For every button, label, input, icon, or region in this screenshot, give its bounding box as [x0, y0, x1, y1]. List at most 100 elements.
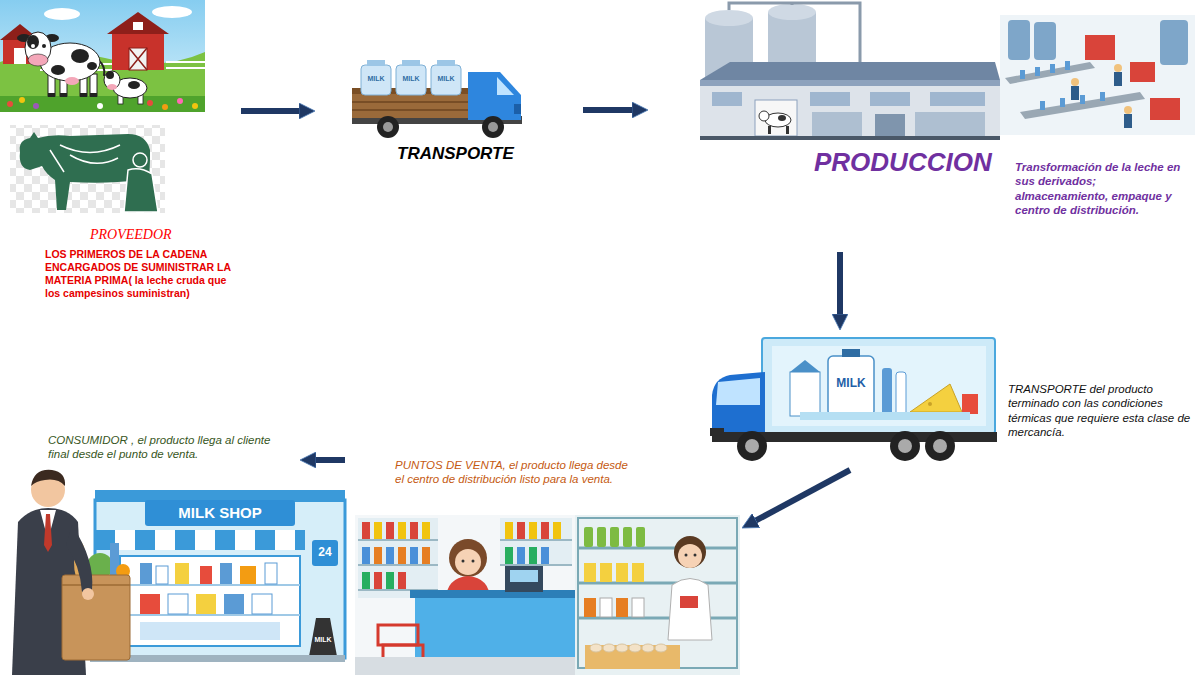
- production-line: [1124, 106, 1132, 114]
- farm-illustration: [87, 62, 97, 70]
- stage-title: PRODUCCION: [814, 146, 1009, 179]
- text-slot: CONSUMIDOR , el producto llega al client…: [48, 433, 294, 462]
- cashier-scene: [529, 522, 537, 539]
- milk-shop: [255, 530, 275, 550]
- consumer-figure: [44, 514, 52, 552]
- text-slot: PUNTOS DE VENTA, el producto llega desde…: [395, 458, 640, 487]
- production-line: [1130, 62, 1155, 82]
- milk-shop: [156, 566, 168, 584]
- cashier-scene: [449, 539, 487, 577]
- factory-illustration: [700, 136, 1000, 140]
- refrigerated-truck: [762, 338, 995, 434]
- milk-shop: [135, 530, 155, 550]
- can-label: MILK: [432, 75, 460, 84]
- refrigerated-truck: [898, 439, 912, 453]
- label-slot: MILK: [432, 75, 460, 84]
- store-shelves: [584, 563, 596, 582]
- farm-illustration: [97, 103, 103, 109]
- flow-arrow: [749, 470, 850, 524]
- refrigerated-truck: [962, 394, 978, 414]
- cashier-scene: [510, 570, 538, 582]
- farm-illustration: [128, 81, 140, 89]
- farm-illustration: [33, 103, 39, 109]
- store-shelves: [578, 518, 737, 668]
- text-slot: TRANSPORTE del producto terminado con la…: [1008, 382, 1194, 440]
- farm-illustration: [0, 0, 205, 112]
- farmer-cow-icon: [10, 125, 165, 213]
- cashier-scene: [541, 547, 549, 564]
- farm-illustration: [27, 35, 39, 49]
- milk-shop: [196, 594, 216, 614]
- farm-illustration: [90, 74, 97, 96]
- cashier-scene: [398, 572, 406, 589]
- milk-shop: [140, 622, 280, 640]
- store-shelves: [636, 527, 645, 547]
- milk-truck: [377, 116, 399, 138]
- cashier-scene: [355, 515, 575, 675]
- milk-truck: [361, 65, 391, 95]
- store-shelves: [694, 554, 697, 557]
- farm-illustration: [71, 49, 89, 63]
- milk-truck: [437, 60, 455, 66]
- milk-shop: [95, 500, 345, 658]
- stage-title: TRANSPORTE: [397, 143, 572, 164]
- cashier-scene: [378, 625, 418, 645]
- stage-description: PUNTOS DE VENTA, el producto llega desde…: [395, 458, 640, 487]
- factory-illustration: [778, 115, 786, 121]
- production-line: [1060, 98, 1065, 107]
- refrigerated-truck: [716, 378, 760, 405]
- cashier-scene: [386, 547, 394, 564]
- cashier-scene: [410, 590, 575, 598]
- milk-truck: [383, 122, 393, 132]
- cashier-scene: [362, 572, 370, 589]
- production-line: [1000, 15, 1195, 135]
- farm-illustration: [90, 93, 97, 97]
- store-shelves: [584, 598, 596, 617]
- shop-sign: MILK SHOP: [145, 504, 295, 523]
- flow-arrow: [241, 108, 307, 114]
- farm-illustration: [28, 54, 48, 66]
- store-shelves: [584, 527, 593, 547]
- farm-illustration: [0, 52, 205, 112]
- refrigerated-truck: [890, 431, 920, 461]
- cashier-scene: [500, 540, 572, 565]
- store-shelves: [674, 536, 706, 568]
- factory-illustration: [700, 3, 1000, 140]
- refrigerated-truck: [800, 412, 970, 420]
- factory-illustration: [768, 126, 771, 134]
- production-line: [1080, 95, 1085, 104]
- milk-shop: [240, 566, 256, 584]
- refrigerated-truck: [928, 402, 932, 406]
- consumer-figure: [66, 525, 92, 592]
- stage-node: CONSUMIDOR , el producto llega al client…: [0, 425, 300, 675]
- farm-illustration: [129, 48, 147, 70]
- factory-illustration: [712, 92, 742, 106]
- factory-illustration: [700, 80, 1000, 138]
- production-line: [1034, 22, 1056, 60]
- cashier-scene: [472, 560, 475, 563]
- farm-illustration: [48, 93, 55, 97]
- consumer-figure: [31, 470, 65, 486]
- factory-illustration: [930, 92, 985, 106]
- refrigerated-truck: [882, 368, 892, 416]
- production-line: [1008, 20, 1030, 60]
- store-shelves: [680, 596, 698, 608]
- stage-node: PROVEEDORLOS PRIMEROS DE LA CADENA ENCAR…: [0, 0, 241, 335]
- sidewalk-sign: MILK: [306, 636, 340, 645]
- farmer-cow-icon: [133, 153, 147, 167]
- cashier-scene: [455, 549, 481, 575]
- production-line: [1065, 61, 1070, 70]
- farm-illustration: [80, 93, 87, 97]
- can-label: MILK: [397, 75, 425, 84]
- farmer-cow-icon: [50, 145, 120, 172]
- store-shelves: [585, 645, 680, 669]
- store-shelves: [610, 527, 619, 547]
- milk-truck: [367, 60, 385, 66]
- cashier-scene: [358, 540, 438, 590]
- farm-illustration: [152, 6, 192, 18]
- factory-illustration: [786, 126, 789, 134]
- consumer-figure: [62, 584, 130, 586]
- refrigerated-truck: [772, 346, 986, 426]
